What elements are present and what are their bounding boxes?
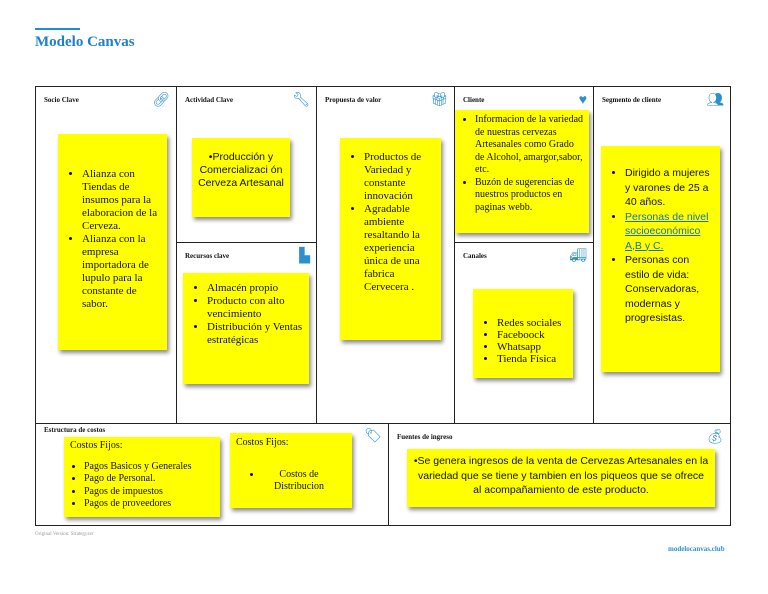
note-item: Alianza con Tiendas de insumos para la e… <box>82 168 161 233</box>
title-rule <box>35 28 80 30</box>
note-item: Agradable ambiente resaltando la experie… <box>364 203 435 294</box>
note-item: Productos de Variedad y constante innova… <box>364 151 435 203</box>
note-item: Buzón de sugerencias de nuestros product… <box>475 177 585 215</box>
note-item: Producto con alto vencimiento <box>207 295 303 321</box>
money-bag-icon: 💰︎ <box>706 430 724 445</box>
note-propuesta-valor: Productos de Variedad y constante innova… <box>340 138 441 340</box>
note-item: Pagos Basicos y Generales <box>84 461 216 474</box>
note-heading: Costos Fijos: <box>70 440 123 451</box>
block-label: Propuesta de valor <box>325 96 382 104</box>
note-item: Alianza con la empresa importadora de lu… <box>82 233 161 311</box>
gift-icon: 🎁︎ <box>430 93 448 108</box>
wrench-icon: 🔧︎ <box>292 93 310 108</box>
note-item: Whatsapp <box>497 341 567 353</box>
note-actividad-clave: •Producción y Comercializaci ón Cerveza … <box>192 138 290 217</box>
note-costos-fijos-2: Costos Fijos: Costos de Distribucion <box>230 433 352 508</box>
note-item: Redes sociales <box>497 317 567 329</box>
factory-icon: ▙ <box>299 249 310 264</box>
note-canales: Redes socialesFaceboockWhatsappTienda Fí… <box>473 289 573 378</box>
block-label: Socio Clave <box>44 96 79 104</box>
block-fuentes-ingreso: Fuentes de ingreso 💰︎ <box>388 423 731 526</box>
note-item: Dirigido a mujeres y varones de 25 a 40 … <box>625 166 714 210</box>
note-cliente: Informacion de la variedad de nuestras c… <box>455 110 589 233</box>
block-label: Recursos clave <box>185 252 230 260</box>
note-item: Almacén propio <box>207 282 303 295</box>
heart-icon: ♥ <box>578 93 587 108</box>
block-label: Cliente <box>463 96 485 104</box>
block-label: Fuentes de ingreso <box>397 433 453 441</box>
note-item: Pagos de proveedores <box>84 498 216 511</box>
block-label: Estructura de costos <box>44 426 106 434</box>
note-link[interactable]: Personas de nivel socioeconómico A,B y C… <box>625 210 709 252</box>
footer-site-link[interactable]: modelocanvas.club <box>668 545 725 553</box>
note-item: Pago de Personal. <box>84 473 216 486</box>
note-item: •Se genera ingresos de la venta de Cerve… <box>413 455 709 496</box>
note-socio-clave: Alianza con Tiendas de insumos para la e… <box>58 134 167 350</box>
tag-icon: 🏷︎ <box>364 429 382 444</box>
block-label: Actividad Clave <box>185 96 234 104</box>
block-label: Canales <box>463 252 487 260</box>
note-item: •Producción y Comercializaci ón Cerveza … <box>198 151 284 189</box>
note-segmento-cliente: Dirigido a mujeres y varones de 25 a 40 … <box>601 146 720 372</box>
note-item: Distribución y Ventas estratégicas <box>207 321 303 347</box>
note-item: Tienda Física <box>497 353 567 365</box>
note-fuentes-ingreso: •Se genera ingresos de la venta de Cerve… <box>407 449 715 507</box>
users-icon: 👥︎ <box>706 93 724 108</box>
note-item: Costos de Distribucion <box>262 469 336 494</box>
link-icon: 🔗︎ <box>152 93 170 108</box>
page-title: Modelo Canvas <box>35 34 135 50</box>
note-item: Pagos de impuestos <box>84 486 216 499</box>
block-label: Segmento de cliente <box>602 96 662 104</box>
note-recursos-clave: Almacén propioProducto con alto vencimie… <box>183 273 309 384</box>
truck-icon: 🚚︎ <box>569 249 587 264</box>
note-item: Informacion de la variedad de nuestras c… <box>475 114 585 177</box>
note-item: Personas con estilo de vida: Conservador… <box>625 253 714 326</box>
note-item: Faceboock <box>497 329 567 341</box>
footer-attribution: Original Version: Strategyzer <box>35 532 94 537</box>
note-costos-fijos-1: Costos Fijos: Pagos Basicos y GeneralesP… <box>64 437 220 517</box>
note-heading: Costos Fijos: <box>236 437 289 448</box>
